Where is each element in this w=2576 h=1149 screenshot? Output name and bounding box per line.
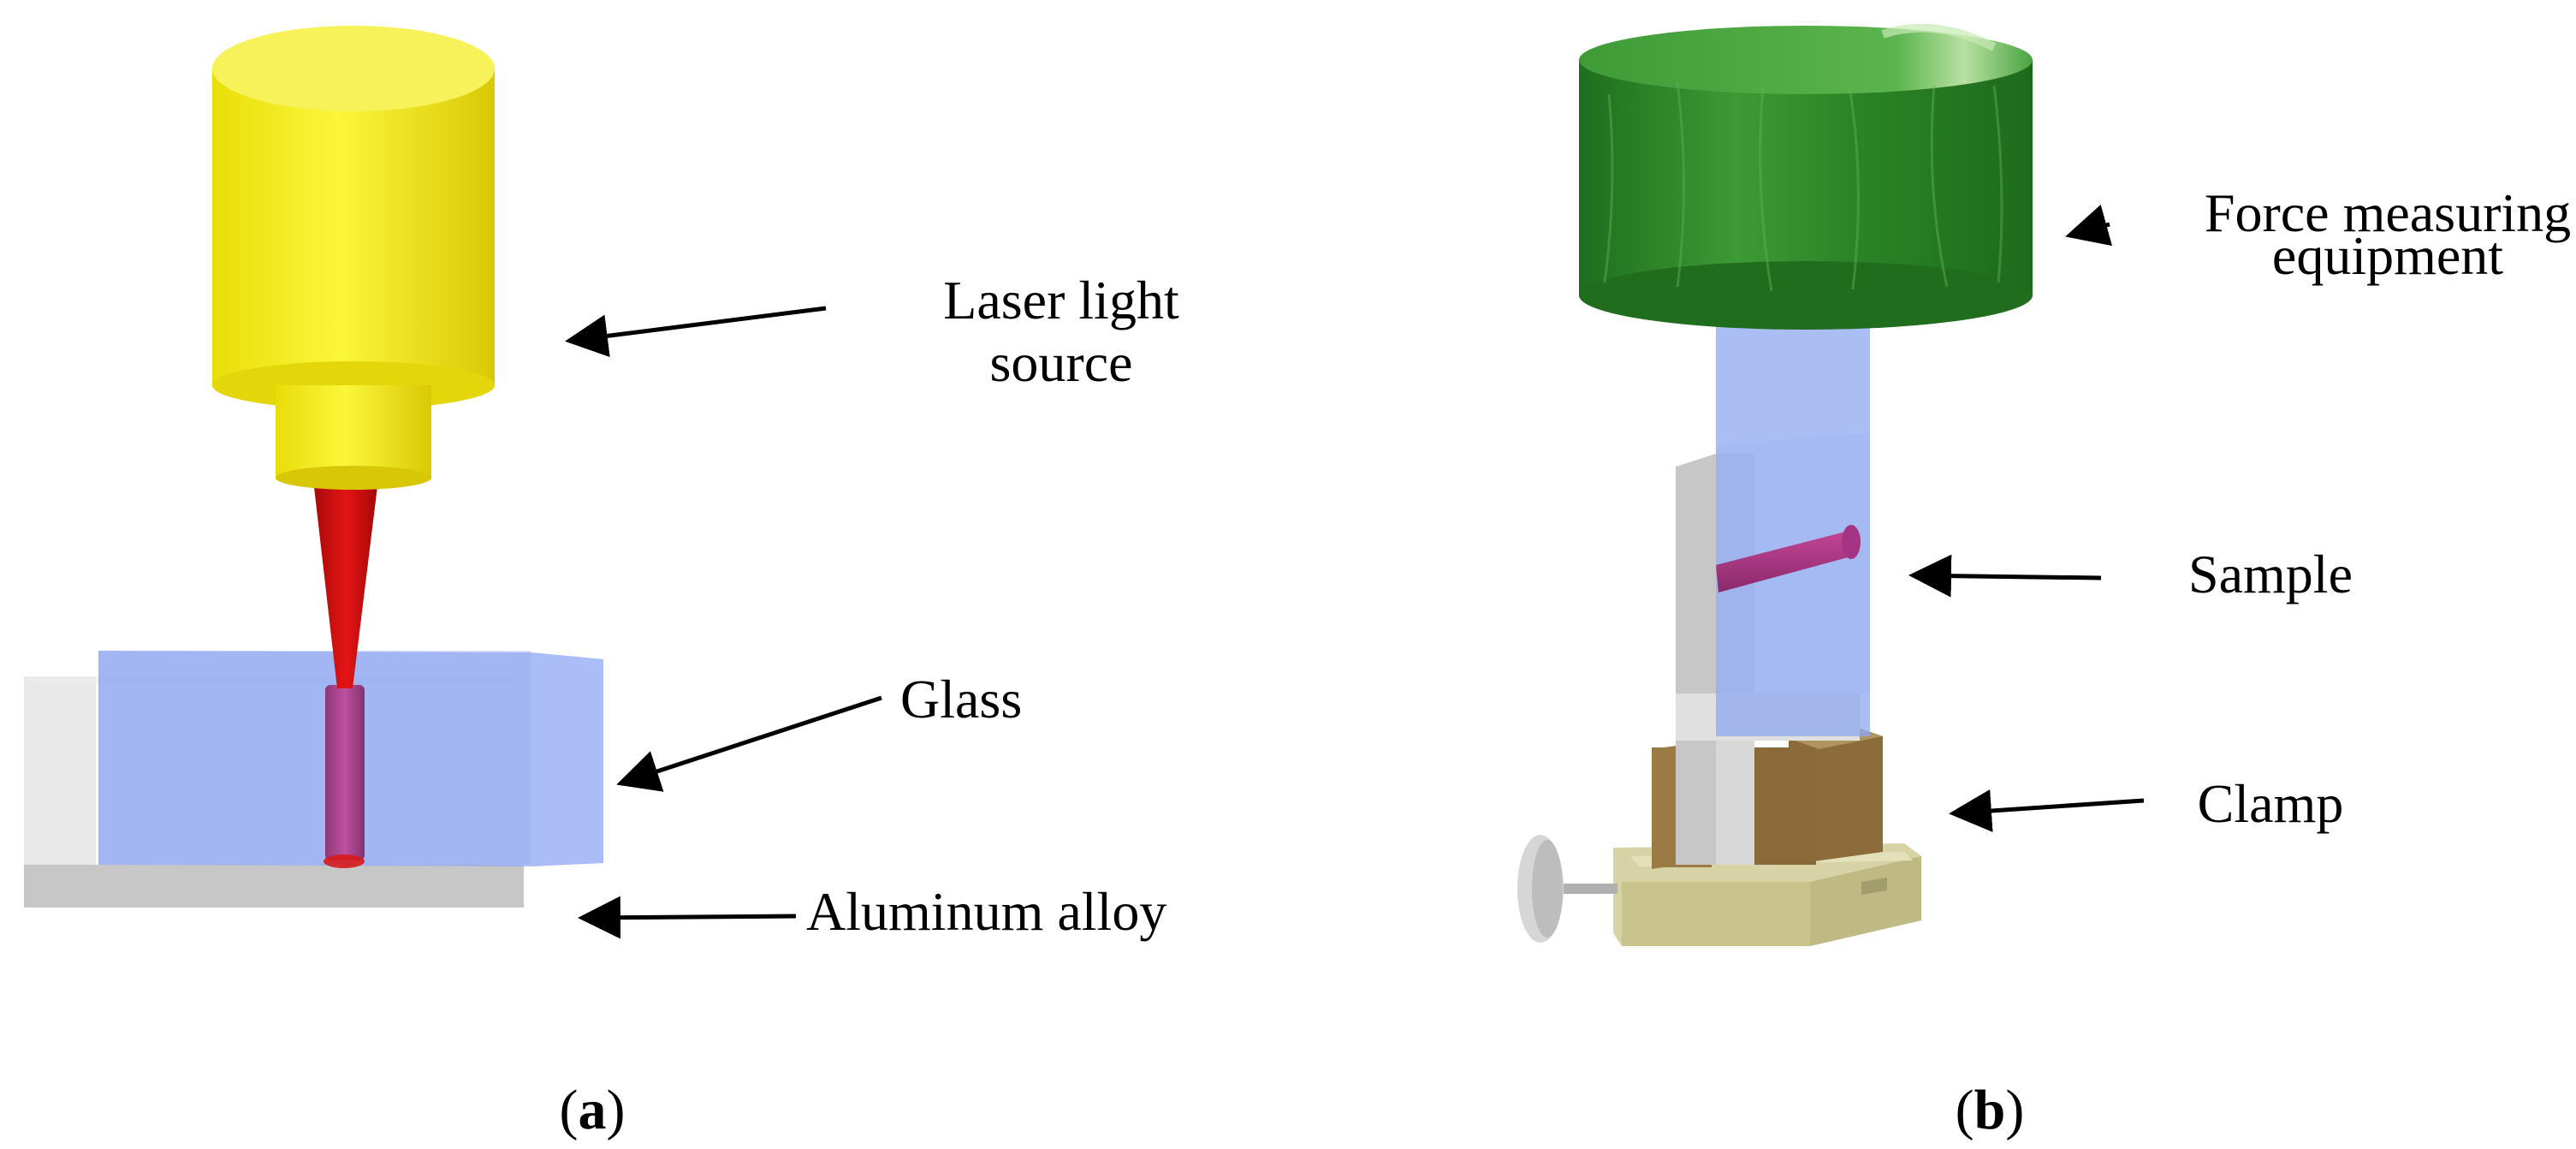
- panel-a: Laser light source Glass Aluminum alloy …: [24, 26, 1179, 1141]
- arrow-laser: [565, 306, 827, 358]
- clamp-knob: [1517, 835, 1617, 943]
- caption-a-open-paren: (: [560, 1079, 579, 1141]
- label-laser-line1: Laser light: [943, 270, 1179, 330]
- caption-b-close-paren: ): [2005, 1079, 2024, 1141]
- label-aluminum-alloy: Aluminum alloy: [806, 881, 1166, 942]
- weld-seam-b: [1716, 525, 1861, 592]
- arrow-clamp: [1949, 789, 2145, 832]
- arrow-glass: [616, 695, 882, 792]
- arrow-aluminum: [578, 896, 797, 939]
- weld-seam-a: [325, 685, 365, 860]
- glass-strip-b: [1716, 291, 1870, 736]
- force-measuring-equipment: [1579, 23, 2033, 330]
- label-laser-line2: source: [989, 332, 1132, 393]
- caption-a: (a): [560, 1079, 626, 1141]
- arrow-force: [2065, 204, 2113, 247]
- laser-light-source: [212, 26, 495, 490]
- caption-b-letter: b: [1974, 1079, 2006, 1141]
- arrow-sample: [1908, 554, 2102, 598]
- label-clamp: Clamp: [2198, 773, 2344, 834]
- caption-b-open-paren: (: [1956, 1079, 1974, 1141]
- label-sample: Sample: [2188, 544, 2353, 604]
- label-glass: Glass: [900, 669, 1022, 729]
- laser-beam: [313, 479, 378, 688]
- caption-a-close-paren: ): [607, 1079, 626, 1141]
- panel-b: Force measuring equipment Sample Clamp (…: [1517, 23, 2571, 1141]
- label-force-line2: equipment: [2272, 225, 2503, 286]
- caption-a-letter: a: [579, 1079, 607, 1141]
- svg-text:(b): (b): [1956, 1079, 2025, 1141]
- clamp-base: [1613, 843, 1921, 946]
- caption-b: (b): [1956, 1079, 2025, 1141]
- svg-text:(a): (a): [560, 1079, 626, 1141]
- label-force-line1: Force measuring: [2205, 182, 2571, 243]
